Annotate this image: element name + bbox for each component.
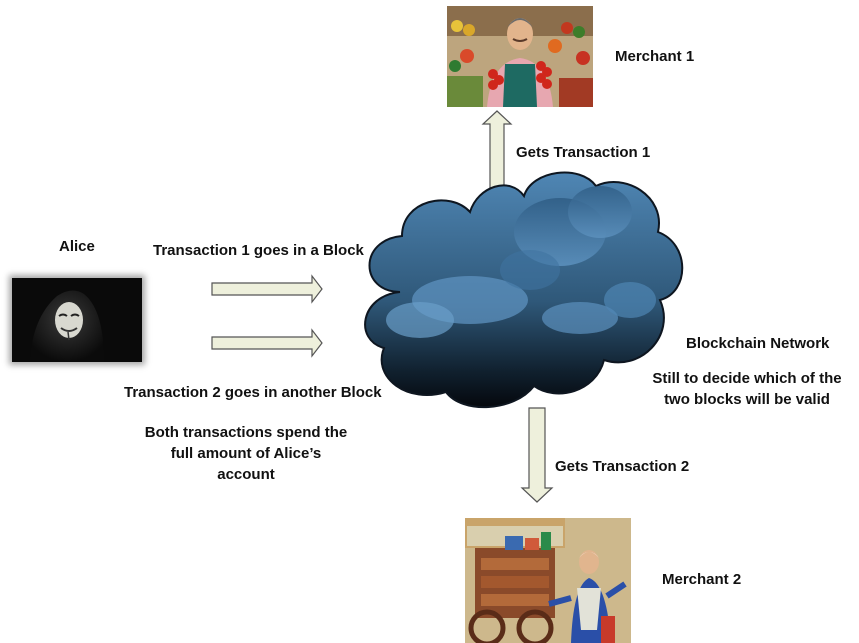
- gets-transaction-1-label: Gets Transaction 1: [516, 144, 651, 161]
- transaction-1-label: Transaction 1 goes in a Block: [153, 242, 364, 259]
- undecided-note-line-2: two blocks will be valid: [664, 391, 830, 408]
- alice-photo: [12, 278, 142, 362]
- arrow-to-merchant-2: [520, 407, 554, 503]
- merchant-1-photo: [447, 6, 593, 107]
- gets-transaction-2-label: Gets Transaction 2: [555, 458, 690, 475]
- double-spend-note: Both transactions spend the full amount …: [136, 422, 356, 485]
- alice-label: Alice: [59, 238, 95, 255]
- arrow-transaction-2: [211, 328, 323, 358]
- merchant-1-label: Merchant 1: [615, 48, 695, 65]
- blockchain-network-cloud: [364, 171, 684, 409]
- double-spend-note-line-3: account: [217, 466, 275, 483]
- merchant-2-photo: [465, 518, 631, 643]
- arrow-to-merchant-1: [481, 110, 513, 197]
- double-spend-note-line-2: full amount of Alice’s: [170, 445, 322, 462]
- double-spend-note-line-1: Both transactions spend the: [144, 424, 348, 441]
- undecided-note: Still to decide which of the two blocks …: [646, 368, 848, 410]
- undecided-note-line-1: Still to decide which of the: [652, 370, 842, 387]
- merchant-2-label: Merchant 2: [662, 571, 742, 588]
- transaction-2-label: Transaction 2 goes in another Block: [124, 384, 382, 401]
- arrow-transaction-1: [211, 274, 323, 304]
- blockchain-network-label: Blockchain Network: [686, 335, 830, 352]
